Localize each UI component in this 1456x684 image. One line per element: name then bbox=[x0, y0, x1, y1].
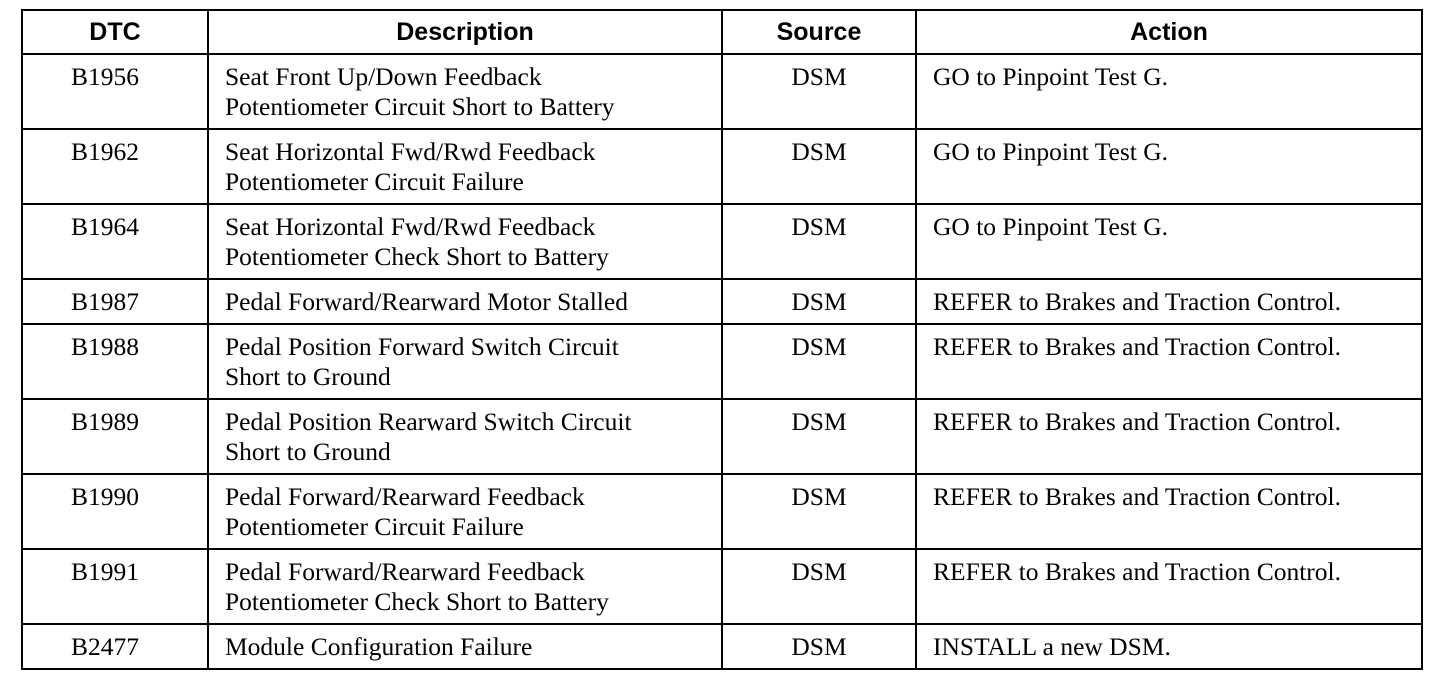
header-action: Action bbox=[915, 9, 1423, 55]
cell-description: Seat Front Up/Down Feedback Potentiomete… bbox=[207, 53, 723, 130]
header-description: Description bbox=[207, 9, 723, 55]
cell-action: REFER to Brakes and Traction Control. bbox=[915, 278, 1423, 325]
table-row: B2477 Module Configuration Failure DSM I… bbox=[21, 623, 1423, 670]
cell-description: Pedal Position Rearward Switch Circuit S… bbox=[207, 398, 723, 475]
header-dtc: DTC bbox=[21, 9, 209, 55]
cell-source: DSM bbox=[721, 278, 917, 325]
table-row: B1988 Pedal Position Forward Switch Circ… bbox=[21, 323, 1423, 400]
cell-source: DSM bbox=[721, 323, 917, 400]
cell-description: Pedal Forward/Rearward Motor Stalled bbox=[207, 278, 723, 325]
cell-action: INSTALL a new DSM. bbox=[915, 623, 1423, 670]
table-row: B1964 Seat Horizontal Fwd/Rwd Feedback P… bbox=[21, 203, 1423, 280]
table-row: B1962 Seat Horizontal Fwd/Rwd Feedback P… bbox=[21, 128, 1423, 205]
cell-source: DSM bbox=[721, 53, 917, 130]
cell-action: REFER to Brakes and Traction Control. bbox=[915, 323, 1423, 400]
cell-dtc: B1990 bbox=[21, 473, 209, 550]
cell-description: Pedal Position Forward Switch Circuit Sh… bbox=[207, 323, 723, 400]
cell-description: Pedal Forward/Rearward Feedback Potentio… bbox=[207, 548, 723, 625]
cell-description: Pedal Forward/Rearward Feedback Potentio… bbox=[207, 473, 723, 550]
cell-action: REFER to Brakes and Traction Control. bbox=[915, 548, 1423, 625]
cell-action: GO to Pinpoint Test G. bbox=[915, 53, 1423, 130]
cell-description: Seat Horizontal Fwd/Rwd Feedback Potenti… bbox=[207, 128, 723, 205]
dtc-table: DTC Description Source Action B1956 Seat… bbox=[21, 9, 1423, 670]
cell-action: REFER to Brakes and Traction Control. bbox=[915, 398, 1423, 475]
cell-action: GO to Pinpoint Test G. bbox=[915, 203, 1423, 280]
cell-source: DSM bbox=[721, 398, 917, 475]
table-row: B1991 Pedal Forward/Rearward Feedback Po… bbox=[21, 548, 1423, 625]
cell-dtc: B1989 bbox=[21, 398, 209, 475]
cell-source: DSM bbox=[721, 548, 917, 625]
cell-dtc: B1962 bbox=[21, 128, 209, 205]
cell-source: DSM bbox=[721, 203, 917, 280]
cell-description: Module Configuration Failure bbox=[207, 623, 723, 670]
cell-dtc: B1987 bbox=[21, 278, 209, 325]
header-row: DTC Description Source Action bbox=[21, 9, 1423, 55]
cell-dtc: B1991 bbox=[21, 548, 209, 625]
header-source: Source bbox=[721, 9, 917, 55]
cell-action: GO to Pinpoint Test G. bbox=[915, 128, 1423, 205]
table-row: B1987 Pedal Forward/Rearward Motor Stall… bbox=[21, 278, 1423, 325]
table-row: B1956 Seat Front Up/Down Feedback Potent… bbox=[21, 53, 1423, 130]
cell-source: DSM bbox=[721, 623, 917, 670]
cell-source: DSM bbox=[721, 128, 917, 205]
table-row: B1989 Pedal Position Rearward Switch Cir… bbox=[21, 398, 1423, 475]
cell-source: DSM bbox=[721, 473, 917, 550]
cell-dtc: B2477 bbox=[21, 623, 209, 670]
cell-dtc: B1988 bbox=[21, 323, 209, 400]
cell-dtc: B1956 bbox=[21, 53, 209, 130]
cell-dtc: B1964 bbox=[21, 203, 209, 280]
table-row: B1990 Pedal Forward/Rearward Feedback Po… bbox=[21, 473, 1423, 550]
cell-action: REFER to Brakes and Traction Control. bbox=[915, 473, 1423, 550]
cell-description: Seat Horizontal Fwd/Rwd Feedback Potenti… bbox=[207, 203, 723, 280]
